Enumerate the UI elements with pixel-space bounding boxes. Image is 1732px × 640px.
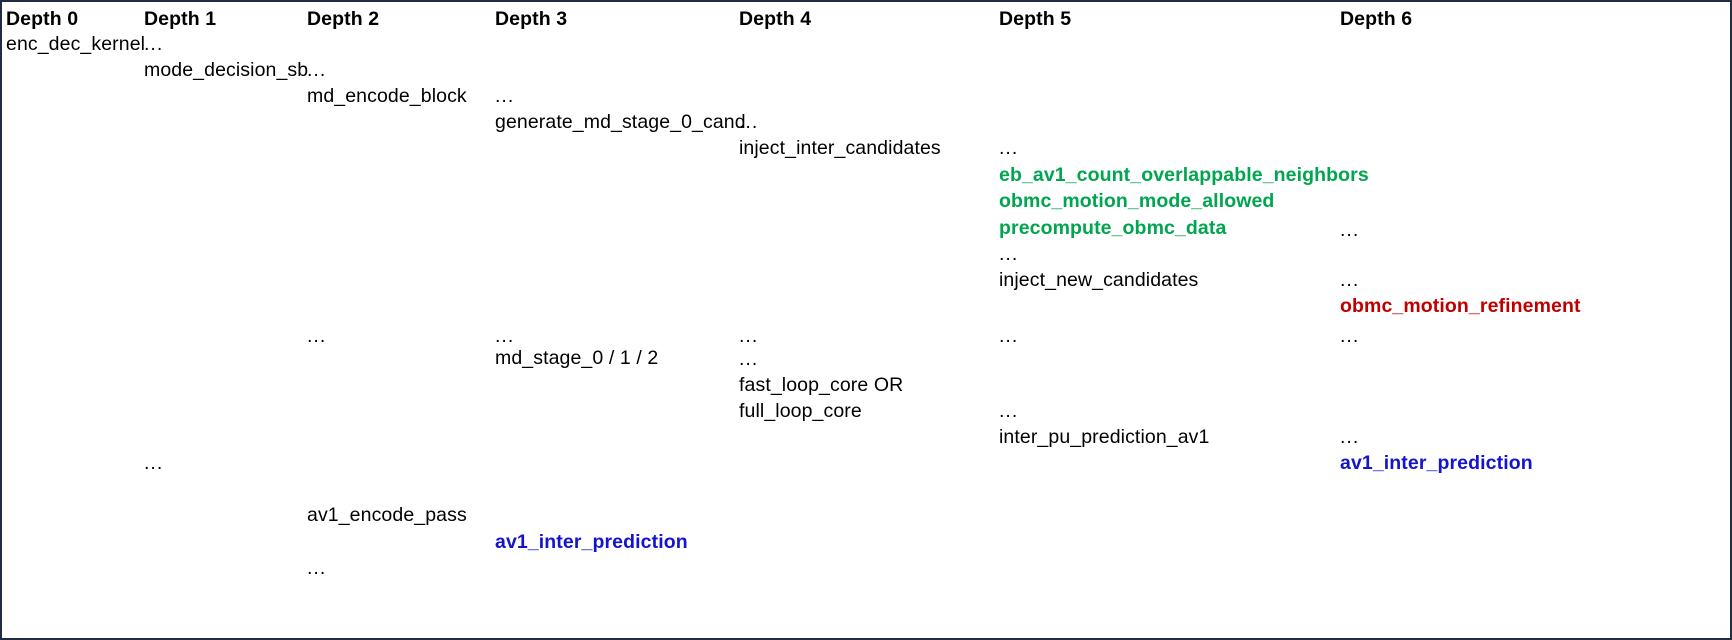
ellipsis-depth-6-d: ...: [1340, 426, 1360, 448]
ellipsis-depth-6-a: ...: [1340, 219, 1360, 241]
ellipsis-depth-1-b: ...: [144, 452, 164, 474]
entry-inject-inter-candidates: inject_inter_candidates: [739, 137, 941, 159]
entry-av1-inter-prediction-depth-3: av1_inter_prediction: [495, 531, 688, 553]
ellipsis-depth-4-c: ...: [739, 348, 759, 370]
entry-generate-md-stage-0-cand: generate_md_stage_0_cand: [495, 111, 746, 133]
column-header-depth-4: Depth 4: [739, 8, 812, 30]
ellipsis-depth-1-a: ...: [144, 33, 164, 55]
column-header-depth-3: Depth 3: [495, 8, 568, 30]
column-header-depth-1: Depth 1: [144, 8, 217, 30]
ellipsis-depth-5-a: ...: [999, 137, 1019, 159]
entry-obmc-motion-mode-allowed: obmc_motion_mode_allowed: [999, 190, 1275, 212]
ellipsis-depth-2-a: ...: [307, 59, 327, 81]
entry-md-encode-block: md_encode_block: [307, 85, 467, 107]
entry-full-loop-core: full_loop_core: [739, 400, 862, 422]
ellipsis-depth-5-d: ...: [999, 400, 1019, 422]
entry-precompute-obmc-data: precompute_obmc_data: [999, 217, 1227, 239]
entry-md-stage-0-1-2: md_stage_0 / 1 / 2: [495, 347, 659, 369]
column-header-depth-2: Depth 2: [307, 8, 380, 30]
ellipsis-depth-2-b: ...: [307, 325, 327, 347]
entry-inject-new-candidates: inject_new_candidates: [999, 269, 1199, 291]
entry-av1-inter-prediction-depth-6: av1_inter_prediction: [1340, 452, 1533, 474]
entry-inter-pu-prediction-av1: inter_pu_prediction_av1: [999, 426, 1210, 448]
ellipsis-depth-5-c: ...: [999, 325, 1019, 347]
ellipsis-depth-6-b: ...: [1340, 269, 1360, 291]
entry-obmc-motion-refinement: obmc_motion_refinement: [1340, 295, 1581, 317]
entry-mode-decision-sb: mode_decision_sb: [144, 59, 309, 81]
entry-enc-dec-kernel: enc_dec_kernel: [6, 33, 146, 55]
ellipsis-depth-4-a: ...: [739, 111, 759, 133]
entry-fast-loop-core-or: fast_loop_core OR: [739, 374, 904, 396]
ellipsis-depth-3-a: ...: [495, 85, 515, 107]
column-header-depth-5: Depth 5: [999, 8, 1072, 30]
ellipsis-depth-4-b: ...: [739, 325, 759, 347]
column-header-depth-6: Depth 6: [1340, 8, 1413, 30]
entry-av1-encode-pass: av1_encode_pass: [307, 504, 467, 526]
ellipsis-depth-3-b: ...: [495, 325, 515, 347]
ellipsis-depth-6-c: ...: [1340, 325, 1360, 347]
ellipsis-depth-2-c: ...: [307, 557, 327, 579]
ellipsis-depth-5-b: ...: [999, 243, 1019, 265]
column-header-depth-0: Depth 0: [6, 8, 79, 30]
entry-eb-av1-count-overlappable-neighbors: eb_av1_count_overlappable_neighbors: [999, 164, 1369, 186]
